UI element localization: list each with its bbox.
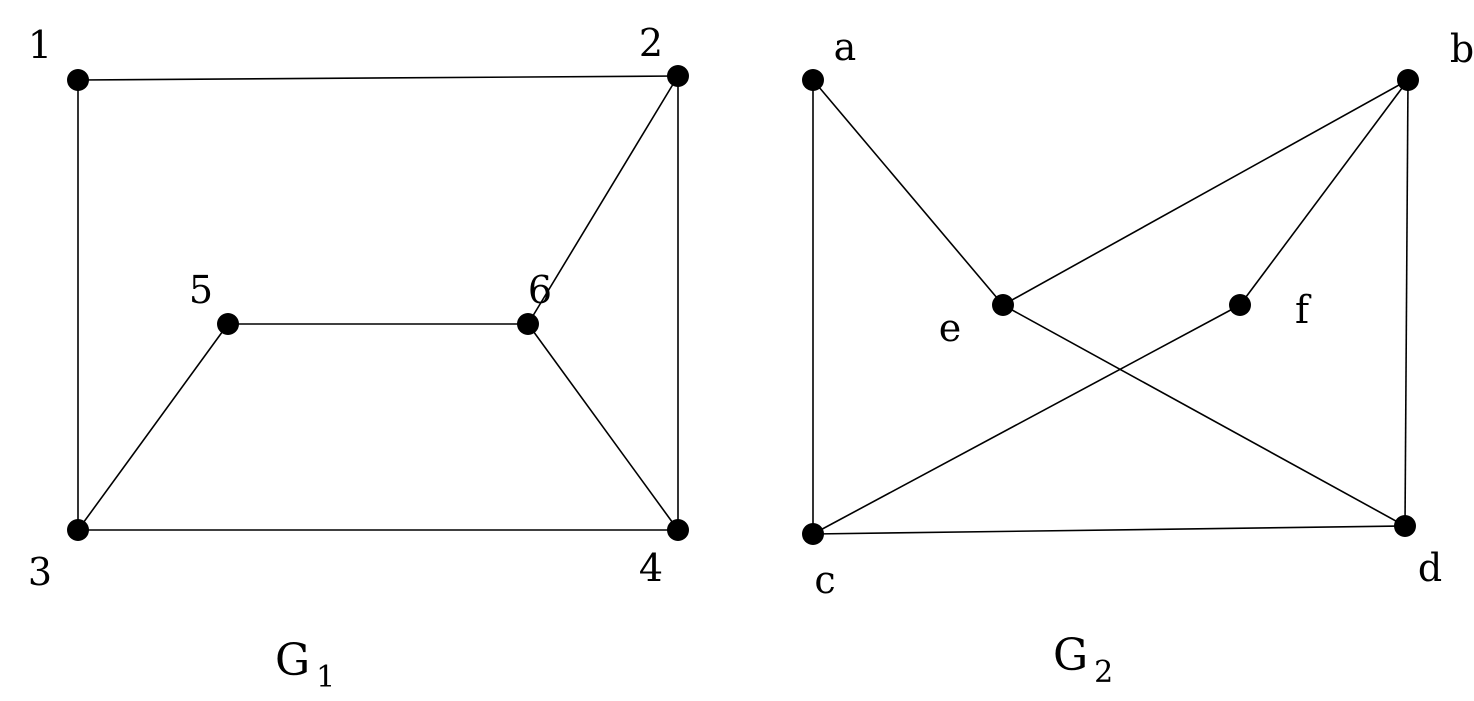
edge-c-f — [812, 304, 1241, 535]
node-label-1: 1 — [28, 23, 52, 67]
node-6 — [517, 313, 539, 335]
node-c — [802, 523, 824, 545]
node-e — [992, 294, 1014, 316]
node-label-a: a — [834, 25, 857, 69]
node-a — [802, 69, 824, 91]
node-2 — [667, 65, 689, 87]
node-label-3: 3 — [28, 550, 52, 594]
node-3 — [67, 519, 89, 541]
edge-3-5 — [77, 323, 229, 531]
node-label-e: e — [939, 306, 962, 350]
edge-1-2 — [77, 75, 679, 81]
node-label-5: 5 — [189, 268, 213, 312]
node-b — [1397, 69, 1419, 91]
node-label-b: b — [1450, 27, 1474, 71]
node-label-f: f — [1295, 288, 1312, 332]
edge-6-4 — [527, 323, 679, 531]
edge-2-6 — [527, 75, 679, 325]
node-label-4: 4 — [639, 546, 663, 590]
node-1 — [67, 69, 89, 91]
node-4 — [667, 519, 689, 541]
edge-f-b — [1239, 79, 1409, 306]
edge-a-e — [812, 79, 1004, 306]
edge-c-d — [812, 525, 1406, 535]
node-label-2: 2 — [639, 21, 663, 65]
edge-e-d — [1002, 304, 1406, 527]
node-d — [1394, 515, 1416, 537]
node-5 — [217, 313, 239, 335]
node-label-d: d — [1418, 546, 1442, 590]
node-label-c: c — [814, 558, 835, 602]
node-f — [1229, 294, 1251, 316]
edge-b-d — [1404, 79, 1409, 527]
node-label-6: 6 — [528, 268, 552, 312]
edge-e-b — [1002, 79, 1409, 306]
